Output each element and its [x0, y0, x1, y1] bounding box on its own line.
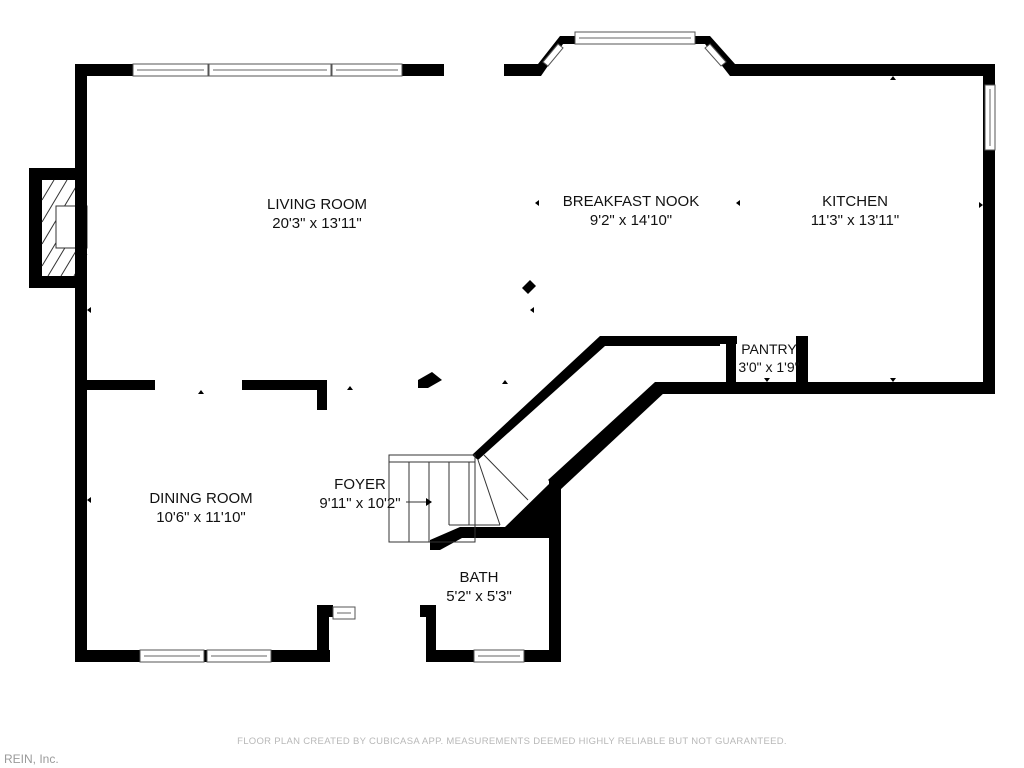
room-dimensions: 9'2" x 14'10" — [589, 212, 673, 229]
dimension-markers — [87, 76, 983, 538]
room-name: KITCHEN — [822, 193, 888, 210]
room-dimensions: 5'2" x 5'3" — [446, 588, 512, 605]
room-label-living-room: LIVING ROOM 20'3" x 13'11" — [267, 195, 367, 233]
room-name: PANTRY — [741, 341, 797, 357]
room-name: DINING ROOM — [149, 490, 253, 507]
room-dimensions: 9'11" x 10'2" — [319, 495, 401, 512]
room-dimensions: 3'0" x 1'9" — [738, 359, 800, 375]
room-label-bath: BATH 5'2" x 5'3" — [446, 568, 512, 606]
room-label-dining-room: DINING ROOM 10'6" x 11'10" — [149, 489, 252, 527]
watermark: REIN, Inc. — [4, 752, 59, 766]
room-label-breakfast-nook: BREAKFAST NOOK 9'2" x 14'10" — [563, 192, 699, 230]
room-label-foyer: FOYER 9'11" x 10'2" — [319, 475, 400, 513]
room-dimensions: 20'3" x 13'11" — [272, 215, 362, 232]
room-name: BREAKFAST NOOK — [562, 193, 700, 210]
room-label-pantry: PANTRY 3'0" x 1'9" — [738, 340, 799, 376]
exterior-walls — [75, 36, 995, 662]
room-dimensions: 11'3" x 13'11" — [810, 212, 900, 229]
room-dimensions: 10'6" x 11'10" — [156, 509, 246, 526]
windows — [132, 31, 996, 663]
room-name: FOYER — [334, 476, 386, 493]
room-label-kitchen: KITCHEN 11'3" x 13'11" — [811, 192, 899, 230]
disclaimer-footer: FLOOR PLAN CREATED BY CUBICASA APP. MEAS… — [237, 736, 787, 747]
room-name: LIVING ROOM — [266, 196, 368, 213]
room-name: BATH — [459, 569, 499, 586]
staircase — [388, 454, 529, 543]
